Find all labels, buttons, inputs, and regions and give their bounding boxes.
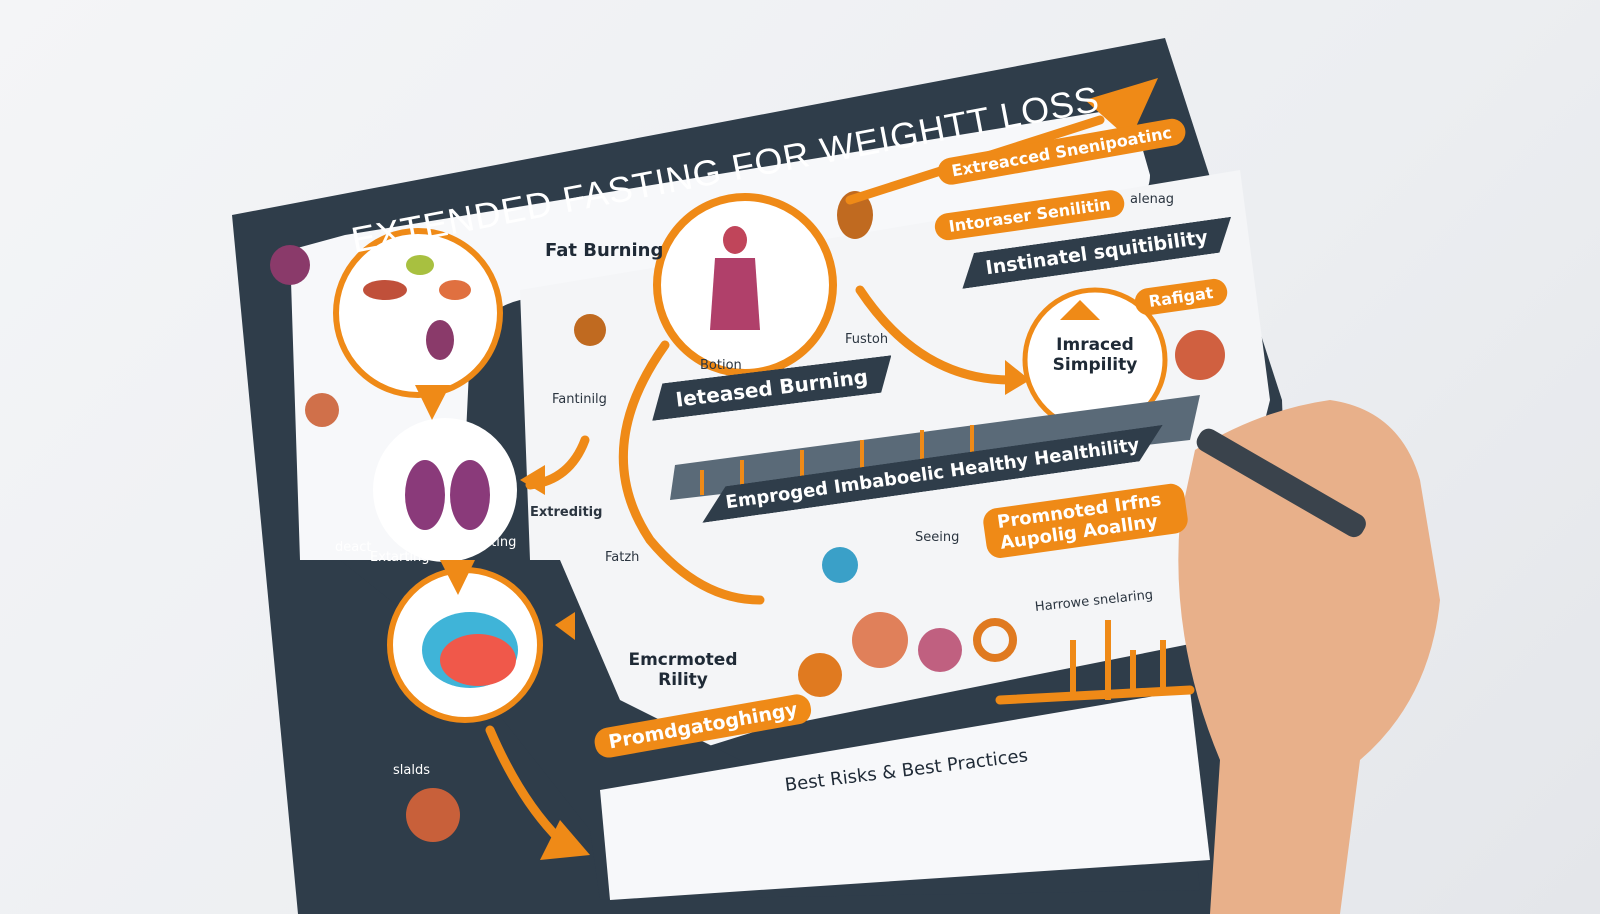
label-extrediting: Extreditig xyxy=(530,505,603,520)
label-slalds: slalds xyxy=(393,763,430,778)
label-seeing: Seeing xyxy=(915,530,960,545)
pen xyxy=(1196,428,1366,538)
label-fatting: Fatsting xyxy=(465,535,517,550)
label-emcrmoted: Emcrmoted Rility xyxy=(628,650,738,690)
hand xyxy=(1178,400,1440,914)
label-botion: Botion xyxy=(700,358,742,373)
label-extarting: Extarting xyxy=(370,550,430,565)
label-alenag: alenag xyxy=(1130,192,1175,207)
label-fatch: Fatzh xyxy=(605,550,640,565)
label-fantinig: Fantinilg xyxy=(552,392,607,407)
food-circle xyxy=(333,228,503,398)
label-fustoh: Fustoh xyxy=(845,332,889,347)
label-simplicity: Imraced Simpility xyxy=(1052,335,1138,375)
label-fat-burning: Fat Burning xyxy=(545,240,664,261)
label-deact: deact xyxy=(335,540,372,555)
lungs-circle xyxy=(373,418,517,562)
